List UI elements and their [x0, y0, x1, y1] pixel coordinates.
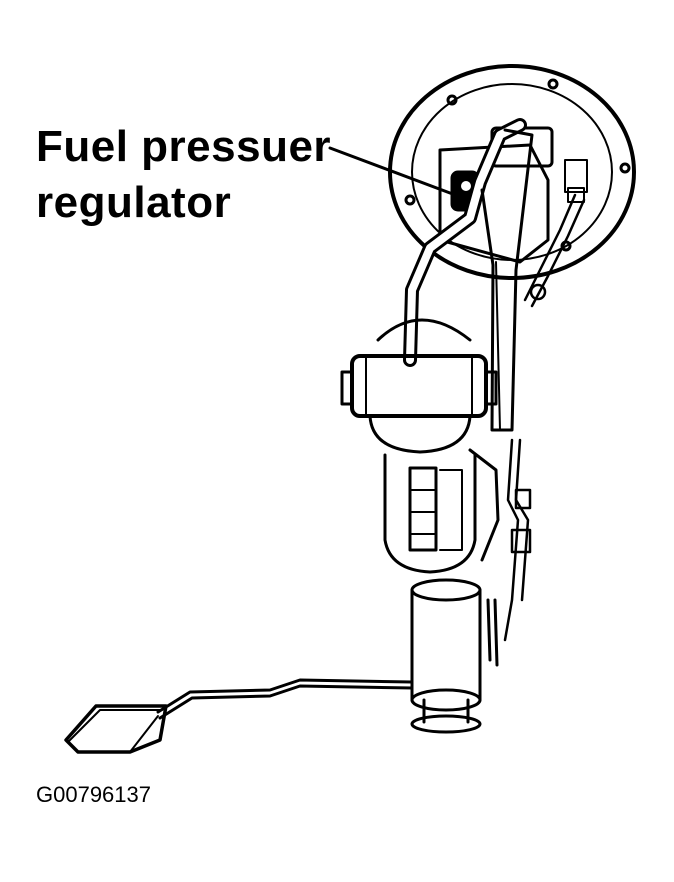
float: [64, 704, 168, 754]
level-sender-arm: [156, 678, 414, 720]
support-rod: [480, 128, 534, 432]
callout-label-line1: Fuel pressuer: [36, 122, 332, 171]
pump-motor: [410, 578, 482, 734]
callout-label-line2: regulator: [36, 178, 232, 227]
wire-harness: [486, 193, 586, 667]
fuel-tube: [403, 118, 527, 367]
callout-leader: [328, 146, 460, 198]
pump-upper-housing: [340, 318, 498, 454]
pump-canister: [383, 448, 500, 574]
figure-id: G00796137: [36, 782, 151, 807]
